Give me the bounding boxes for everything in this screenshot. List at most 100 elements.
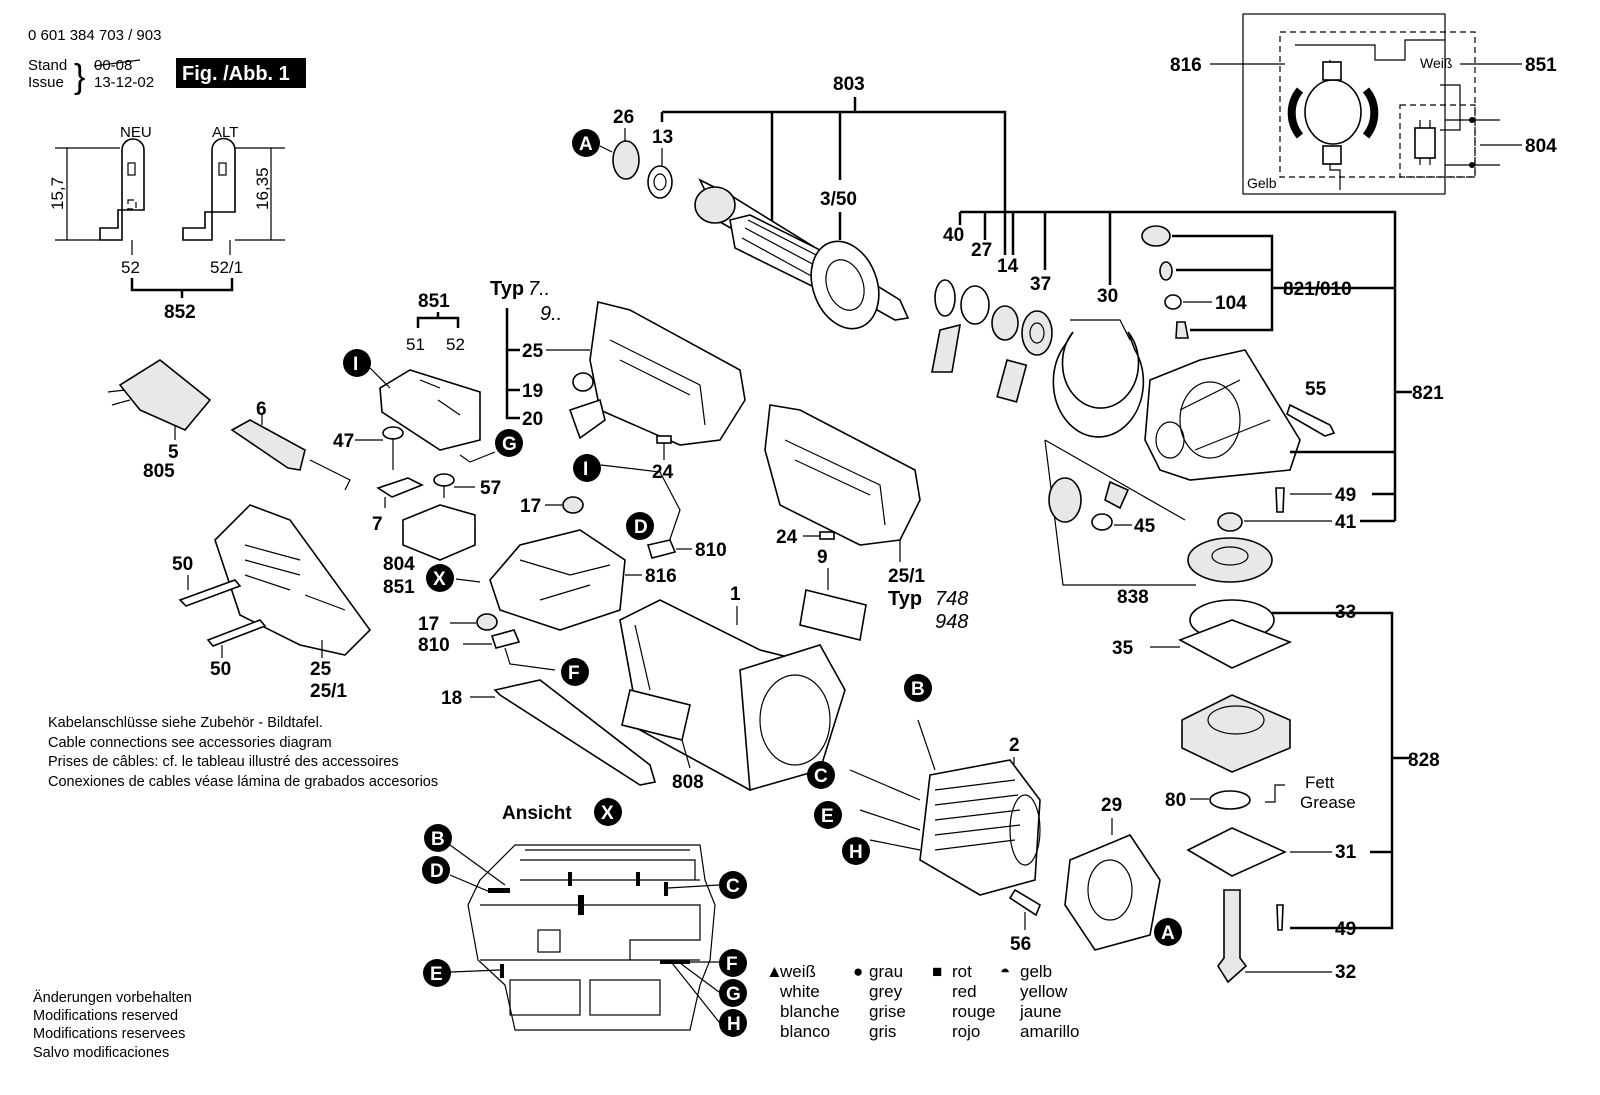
part-803: 803 [833, 74, 865, 95]
legend-yellow-symbol: ◓ [1000, 962, 1010, 981]
brace: } [74, 58, 85, 96]
clamp-7 [376, 477, 424, 498]
part-45: 45 [1134, 516, 1156, 537]
part-49-top: 49 [1335, 485, 1356, 506]
cable-note: Kabelanschlüsse siehe Zubehör - Bildtafe… [48, 715, 438, 790]
stand-label: Stand [28, 57, 67, 74]
nut-45 [1091, 513, 1113, 531]
part-37: 37 [1030, 274, 1051, 295]
plug-5 [118, 359, 212, 431]
gear-head-group: 40 27 14 37 30 821/010 104 821 [931, 210, 1444, 608]
flange-31 [1186, 827, 1287, 877]
part-3-50: 3/50 [820, 189, 857, 210]
marker-i-top-label: I [353, 354, 358, 375]
bearing-37 [1021, 310, 1053, 356]
legend-yellow-en: yellow [1020, 982, 1068, 1001]
figure-badge [176, 58, 306, 88]
schematic-804: 804 [1525, 136, 1557, 157]
legend-yellow-fr: jaune [1019, 1002, 1062, 1021]
part-18: 18 [441, 688, 462, 709]
part-6: 6 [256, 399, 267, 420]
spindle-group: 33 35 828 80 Fett Grease 31 49 32 [1112, 599, 1440, 984]
screw-47 [382, 426, 404, 440]
part-35: 35 [1112, 638, 1134, 659]
armature-group: 803 3/50 26 13 A [572, 74, 1007, 330]
marker-x-main [426, 564, 454, 592]
part-25-1-right: 25/1 [888, 566, 925, 587]
part-41: 41 [1335, 512, 1357, 533]
terminal-new-shape [99, 138, 145, 241]
legend-white-symbol: ▲ [766, 962, 783, 981]
legend-yellow-es: amarillo [1020, 1022, 1080, 1041]
legend-yellow-de: gelb [1020, 962, 1052, 981]
bevel-gear [1187, 537, 1273, 583]
part-24-bottom: 24 [776, 527, 798, 548]
part-49-bottom: 49 [1335, 919, 1356, 940]
part-30: 30 [1097, 286, 1118, 307]
part-852: 852 [164, 302, 196, 323]
brush-810-bottom [490, 629, 521, 649]
switch-804 [402, 504, 476, 561]
cable-note-de: Kabelanschlüsse siehe Zubehör - Bildtafe… [48, 715, 323, 731]
armature-gear [810, 240, 880, 330]
figure-label: Fig. /Abb. 1 [182, 63, 290, 85]
header: 0 601 384 703 / 903 Stand Issue } 00-08 … [28, 27, 306, 96]
marker-g-mid [561, 658, 589, 686]
marker-e-ansicht [719, 1009, 747, 1037]
housing-shell-bottom [764, 404, 921, 546]
gelb-label: Gelb [1247, 175, 1277, 191]
part-52-1: 52/1 [210, 258, 243, 277]
screw-49-top [1275, 487, 1285, 513]
grease-label: Grease [1300, 793, 1356, 812]
lever-20 [568, 398, 606, 440]
commutator [694, 186, 736, 224]
marker-g-mid-label: F [568, 663, 580, 684]
part-104: 104 [1215, 293, 1247, 314]
part-47: 47 [333, 431, 354, 452]
rear-cover: 50 50 25 25/1 [172, 504, 372, 702]
legend-grey: ● grau grey grise gris [853, 962, 906, 1041]
mod-note-fr: Modifications reservees [33, 1026, 185, 1042]
part-27: 27 [971, 240, 992, 261]
marker-f-mid-label: D [634, 517, 648, 538]
brush-spring-17-b [476, 613, 498, 631]
brush-holder [489, 529, 626, 631]
marker-e-motor-label: H [849, 842, 863, 863]
legend-red-en: red [952, 982, 977, 1001]
bearing-plate-30 [1052, 331, 1145, 438]
marker-h-top [495, 429, 523, 457]
screw-50-bottom [206, 619, 267, 647]
part-80: 80 [1165, 790, 1186, 811]
marker-d-motor [814, 801, 842, 829]
part-810-bottom: 810 [418, 635, 450, 656]
typ-top-v1: 7.. [528, 278, 550, 300]
part-20: 20 [522, 409, 543, 430]
cable-note-fr: Prises de câbles: cf. le tableau illustr… [48, 754, 399, 770]
marker-f-ansicht [422, 856, 450, 884]
marker-i-top [343, 349, 371, 377]
part-24-top: 24 [652, 462, 674, 483]
schematic-816: 816 [1170, 55, 1202, 76]
terminal-old-shape [182, 137, 236, 241]
part-25-bottom: 25 [310, 659, 332, 680]
part-804: 804 [383, 554, 415, 575]
marker-x-ansicht-label: X [601, 803, 614, 824]
marker-h-ansicht [719, 979, 747, 1007]
spindle-32 [1217, 889, 1248, 984]
screw-50-top [178, 579, 242, 607]
part-55: 55 [1305, 379, 1327, 400]
needle-bearing [996, 359, 1028, 403]
part-56: 56 [1010, 934, 1031, 955]
marker-d-ansicht [423, 959, 451, 987]
mod-note-es: Salvo modificaciones [33, 1045, 169, 1061]
legend-white-en: white [779, 982, 820, 1001]
part-51: 51 [406, 335, 425, 354]
legend-red-symbol: ■ [932, 962, 942, 981]
typ-bottom-v2: 948 [935, 611, 968, 633]
part-821: 821 [1412, 383, 1444, 404]
part-33: 33 [1335, 602, 1356, 623]
legend-red: ■ rot red rouge rojo [932, 962, 995, 1041]
circlip-40 [934, 279, 956, 317]
part-26: 26 [613, 107, 634, 128]
